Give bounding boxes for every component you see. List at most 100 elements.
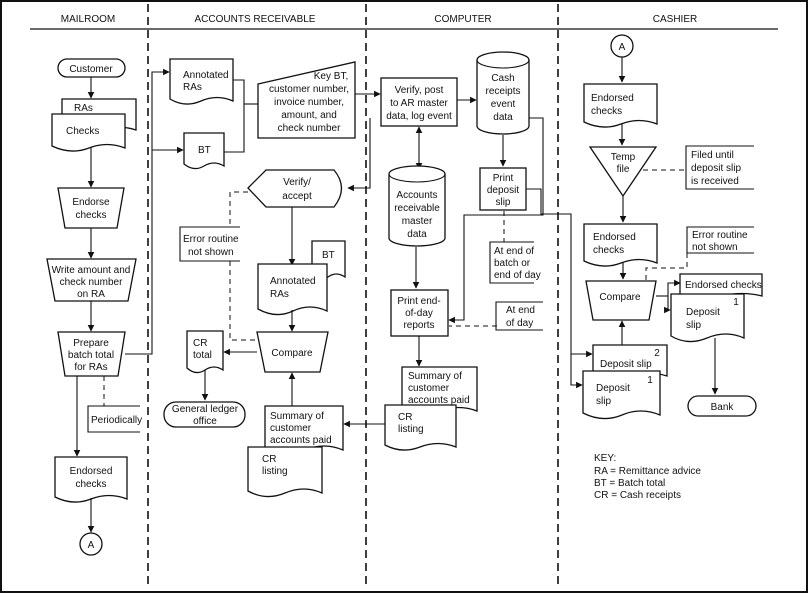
svg-text:customer: customer: [408, 383, 450, 394]
svg-text:checks: checks: [591, 106, 622, 117]
svg-text:listing: listing: [398, 424, 424, 435]
svg-text:Key BT,: Key BT,: [314, 71, 348, 82]
svg-text:Endorsed: Endorsed: [591, 93, 634, 104]
svg-text:Cash: Cash: [491, 73, 514, 84]
verify-post-process: Verify, post to AR master data, log even…: [380, 77, 458, 127]
compare-process-ar: Compare: [256, 331, 329, 373]
svg-text:RAs: RAs: [270, 289, 289, 300]
temp-file-storage: Temp file: [588, 146, 658, 198]
svg-text:accounts paid: accounts paid: [408, 395, 470, 406]
svg-text:slip: slip: [495, 197, 510, 208]
svg-text:RAs: RAs: [183, 82, 202, 93]
svg-text:not shown: not shown: [692, 242, 738, 253]
svg-text:CR: CR: [262, 454, 276, 465]
svg-text:receivable: receivable: [394, 203, 440, 214]
svg-text:Summary of: Summary of: [270, 411, 324, 422]
column-header-computer: COMPUTER: [434, 14, 491, 25]
svg-text:Checks: Checks: [66, 126, 99, 137]
svg-text:Annotated: Annotated: [270, 276, 316, 287]
svg-text:deposit slip: deposit slip: [691, 163, 741, 174]
verify-accept-display: Verify/ accept: [247, 169, 343, 208]
cash-receipts-event-data-storage: Cash receipts event data: [476, 51, 530, 135]
svg-text:not shown: not shown: [188, 247, 234, 258]
svg-text:total: total: [193, 350, 212, 361]
svg-text:KEY:: KEY:: [594, 453, 616, 464]
svg-text:Deposit: Deposit: [596, 383, 630, 394]
svg-text:Bank: Bank: [711, 402, 735, 413]
svg-text:CR: CR: [193, 338, 207, 349]
endorsed-checks-document-top: Endorsed checks: [583, 83, 658, 128]
svg-text:Endorsed: Endorsed: [593, 232, 636, 243]
checks-document: Checks: [51, 113, 126, 152]
svg-text:1: 1: [733, 297, 739, 308]
prepare-batch-total-process: Prepare batch total for RAs: [57, 331, 126, 377]
svg-text:Endorse: Endorse: [72, 197, 110, 208]
svg-text:accounts paid: accounts paid: [270, 435, 332, 446]
svg-text:BT = Batch total: BT = Batch total: [594, 478, 665, 489]
svg-text:checks: checks: [593, 245, 624, 256]
svg-text:on RA: on RA: [77, 289, 105, 300]
svg-text:check number: check number: [278, 123, 341, 134]
svg-text:Filed until: Filed until: [691, 150, 734, 161]
svg-text:BT: BT: [322, 250, 335, 261]
endorsed-checks-document: Endorsed checks: [54, 456, 128, 503]
svg-text:for RAs: for RAs: [74, 362, 107, 373]
cr-total-document: CR total: [186, 330, 224, 374]
svg-text:checks: checks: [75, 479, 106, 490]
ar-master-data-storage: Accounts receivable master data: [388, 165, 446, 247]
svg-text:Endorsed: Endorsed: [70, 466, 113, 477]
svg-text:Print end-: Print end-: [397, 296, 440, 307]
print-eod-reports-process: Print end- of-day reports: [390, 289, 449, 337]
general-ledger-terminal: General ledger office: [163, 401, 246, 428]
svg-text:Customer: Customer: [69, 64, 113, 75]
annotated-ras-document-mid: Annotated RAs: [257, 263, 328, 316]
svg-text:RAs: RAs: [74, 103, 93, 114]
svg-text:Endorsed checks: Endorsed checks: [685, 280, 762, 291]
svg-text:listing: listing: [262, 466, 288, 477]
svg-text:of-day: of-day: [405, 308, 433, 319]
svg-text:invoice number,: invoice number,: [274, 97, 344, 108]
svg-text:office: office: [193, 416, 217, 427]
svg-text:Summary of: Summary of: [408, 371, 462, 382]
compare-process-cashier: Compare: [585, 280, 657, 321]
svg-text:Write amount and: Write amount and: [52, 265, 131, 276]
error-routine-annotation-ar: Error routine not shown: [179, 226, 240, 262]
svg-text:RA = Remittance advice: RA = Remittance advice: [594, 466, 701, 477]
periodically-annotation: Periodically: [87, 405, 142, 433]
svg-text:CR = Cash receipts: CR = Cash receipts: [594, 490, 681, 501]
svg-text:batch or: batch or: [494, 258, 531, 269]
column-header-mailroom: MAILROOM: [61, 14, 115, 25]
svg-text:end of day: end of day: [494, 270, 541, 281]
legend-key: KEY: RA = Remittance advice BT = Batch t…: [594, 453, 701, 501]
svg-text:customer: customer: [270, 423, 312, 434]
svg-text:Verify/: Verify/: [283, 177, 311, 188]
endorsed-checks-document-mid: Endorsed checks: [583, 223, 658, 267]
svg-text:of day: of day: [506, 318, 533, 329]
end-of-day-annotation: At end of day: [495, 301, 543, 331]
svg-text:2: 2: [654, 348, 660, 359]
key-bt-manual-input: Key BT, customer number, invoice number,…: [257, 61, 356, 139]
svg-text:A: A: [619, 42, 626, 53]
end-of-batch-annotation: At end of batch or end of day: [489, 241, 541, 284]
svg-text:Verify, post: Verify, post: [395, 85, 444, 96]
svg-text:Compare: Compare: [271, 348, 313, 359]
svg-text:is received: is received: [691, 176, 739, 187]
svg-text:Temp: Temp: [611, 152, 636, 163]
svg-text:slip: slip: [596, 396, 611, 407]
customer-terminal: Customer: [57, 58, 126, 78]
svg-text:checks: checks: [75, 210, 106, 221]
svg-text:batch total: batch total: [68, 350, 114, 361]
svg-text:General ledger: General ledger: [172, 404, 239, 415]
svg-text:deposit: deposit: [487, 185, 519, 196]
column-header-cashier: CASHIER: [653, 14, 697, 25]
svg-text:file: file: [617, 164, 630, 175]
svg-text:reports: reports: [403, 320, 434, 331]
summary-document-ar: Summary of customer accounts paid: [264, 405, 344, 455]
svg-text:Periodically: Periodically: [91, 415, 142, 426]
svg-text:amount, and: amount, and: [281, 110, 337, 121]
column-header-accounts-receivable: ACCOUNTS RECEIVABLE: [195, 14, 316, 25]
annotated-ras-document-top: Annotated RAs: [169, 58, 234, 105]
